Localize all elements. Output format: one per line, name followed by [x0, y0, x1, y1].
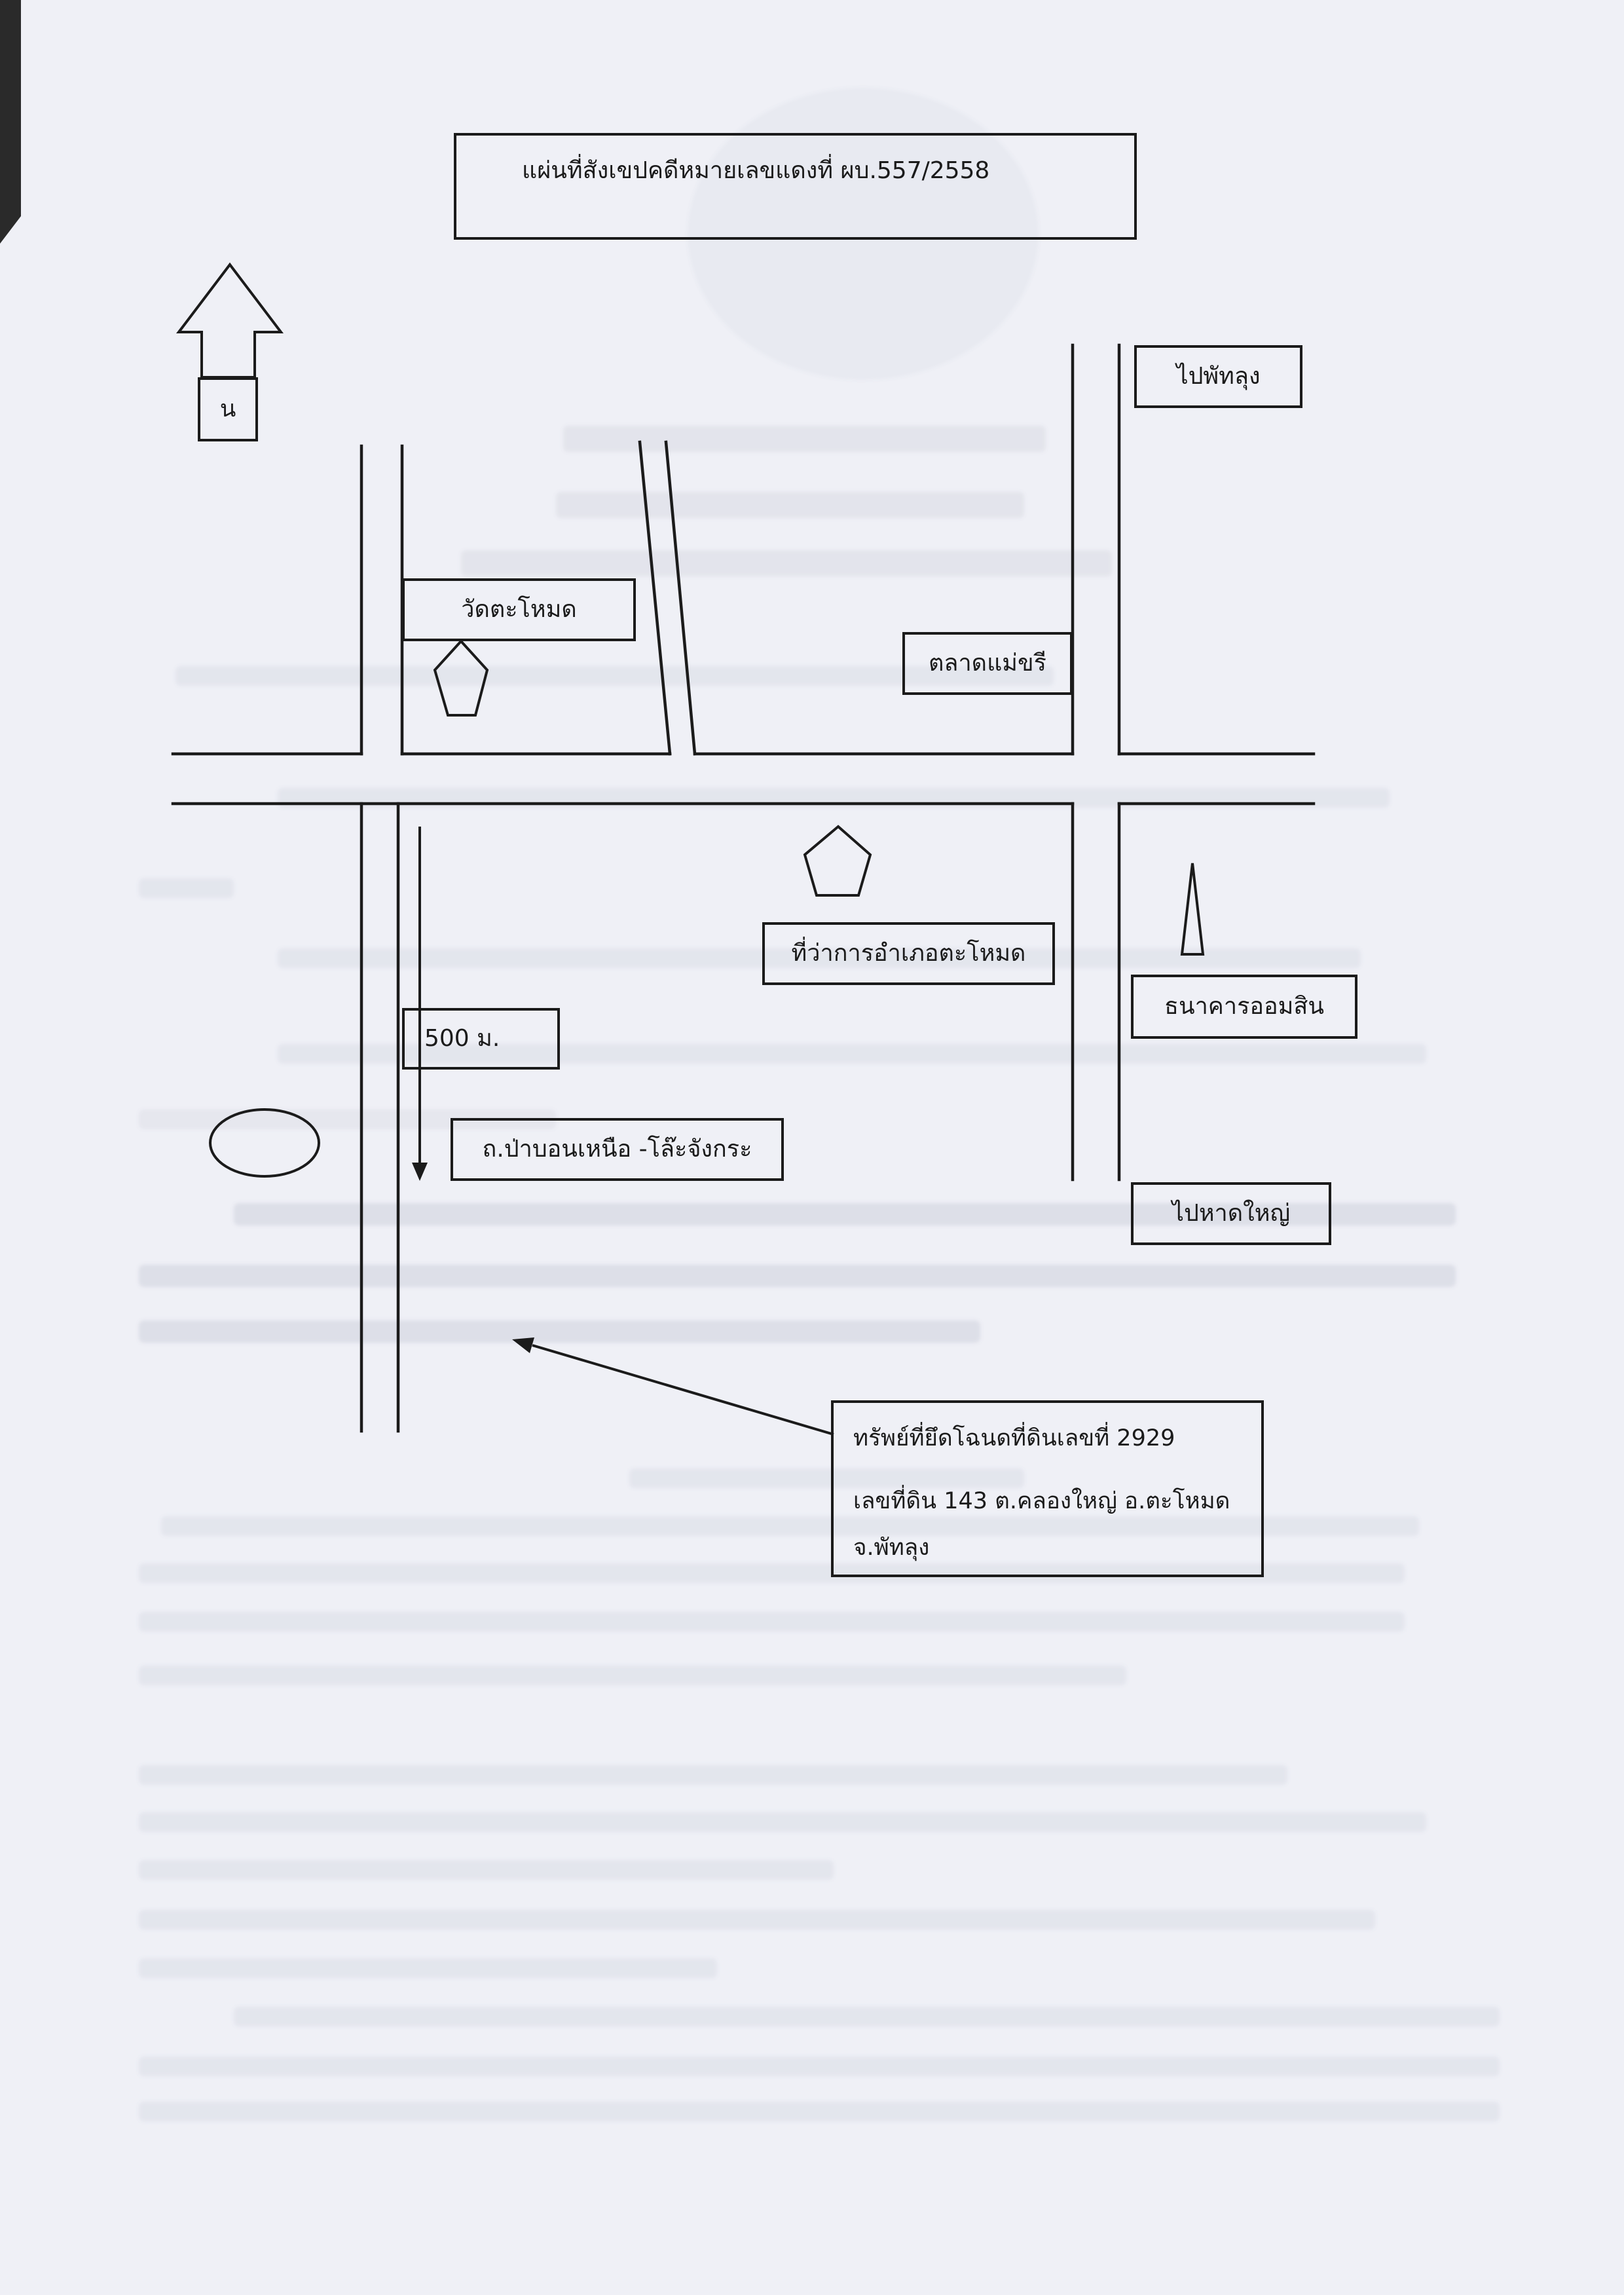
- label-wat-tamot-box: วัดตะโหมด: [402, 578, 636, 641]
- pointer-arrow-head: [512, 1337, 534, 1353]
- property-info-box: ทรัพย์ที่ยึดโฉนดที่ดินเลขที่ 2929 เลขที่…: [831, 1400, 1264, 1577]
- ghost-line: [461, 550, 1112, 576]
- ghost-line: [139, 878, 234, 898]
- ghost-line: [175, 666, 1054, 686]
- label-bank-box: ธนาคารออมสิน: [1131, 975, 1357, 1039]
- label-to-hat-yai-box: ไปหาดใหญ่: [1131, 1182, 1331, 1245]
- ghost-line: [139, 1320, 980, 1343]
- label-wat-tamot: วัดตะโหมด: [461, 596, 577, 623]
- label-market: ตลาดแม่ขรี: [929, 650, 1046, 677]
- ghost-line: [139, 1563, 1405, 1583]
- label-bank: ธนาคารออมสิน: [1164, 993, 1324, 1020]
- ghost-line: [139, 1958, 717, 1978]
- ghost-line: [234, 1203, 1456, 1225]
- ghost-line: [629, 1468, 1024, 1488]
- ghost-line: [139, 2102, 1500, 2121]
- road-line: [664, 440, 697, 756]
- map-title: แผ่นที่สังเขปคดีหมายเลขแดงที่ ผบ.557/255…: [522, 157, 990, 184]
- label-district-office-box: ที่ว่าการอำเภอตะโหมด: [762, 922, 1055, 985]
- label-market-box: ตลาดแม่ขรี: [902, 632, 1073, 695]
- ghost-emblem: [688, 88, 1039, 380]
- road-line: [638, 440, 672, 756]
- spire-marker-icon: [1180, 863, 1205, 956]
- scan-edge-shadow: [0, 0, 21, 244]
- label-distance-box: 500 ม.: [402, 1008, 560, 1070]
- bleed-through-ghost: [139, 88, 1500, 2121]
- ghost-line: [161, 1516, 1419, 1536]
- label-to-hat-yai: ไปหาดใหญ่: [1172, 1200, 1291, 1227]
- temple-marker-icon: [433, 639, 489, 717]
- ghost-line: [278, 948, 1361, 968]
- property-line-province: จ.พัทลุง: [853, 1535, 930, 1561]
- down-arrow-icon: [412, 827, 428, 1181]
- down-arrow-head: [412, 1163, 428, 1181]
- north-arrow-icon: [175, 262, 284, 379]
- district-office-marker-icon: [803, 825, 872, 897]
- label-distance: 500 ม.: [424, 1025, 500, 1052]
- label-road-name: ถ.ป่าบอนเหนือ -โล๊ะจังกระ: [482, 1136, 752, 1163]
- ghost-line: [278, 1044, 1426, 1064]
- ghost-line: [139, 1765, 1287, 1785]
- label-to-phatthalung: ไปพัทลุง: [1176, 363, 1261, 390]
- property-line-parcel: เลขที่ดิน 143 ต.คลองใหญ่ อ.ตะโหมด: [853, 1488, 1230, 1514]
- ghost-line: [139, 1910, 1375, 1930]
- ghost-line: [139, 1812, 1426, 1832]
- map-title-box: แผ่นที่สังเขปคดีหมายเลขแดงที่ ผบ.557/255…: [454, 133, 1137, 240]
- label-to-phatthalung-box: ไปพัทลุง: [1134, 345, 1302, 408]
- ghost-line: [563, 426, 1046, 452]
- label-road-name-box: ถ.ป่าบอนเหนือ -โล๊ะจังกระ: [451, 1118, 784, 1181]
- ghost-line: [234, 2007, 1500, 2026]
- property-line-deed: ทรัพย์ที่ยึดโฉนดที่ดินเลขที่ 2929: [853, 1425, 1175, 1451]
- label-district-office: ที่ว่าการอำเภอตะโหมด: [791, 940, 1026, 967]
- ghost-line: [139, 1265, 1456, 1287]
- north-label-box: น: [198, 377, 258, 441]
- ghost-line: [556, 492, 1024, 518]
- ghost-line: [139, 1860, 834, 1880]
- pointer-arrow-shaft: [532, 1344, 834, 1436]
- ghost-line: [139, 1666, 1126, 1685]
- north-label: น: [219, 396, 236, 422]
- ghost-line: [139, 1612, 1405, 1632]
- pointer-arrow-icon: [512, 1337, 834, 1436]
- oval-marker-icon: [209, 1108, 320, 1178]
- ghost-line: [139, 2057, 1500, 2076]
